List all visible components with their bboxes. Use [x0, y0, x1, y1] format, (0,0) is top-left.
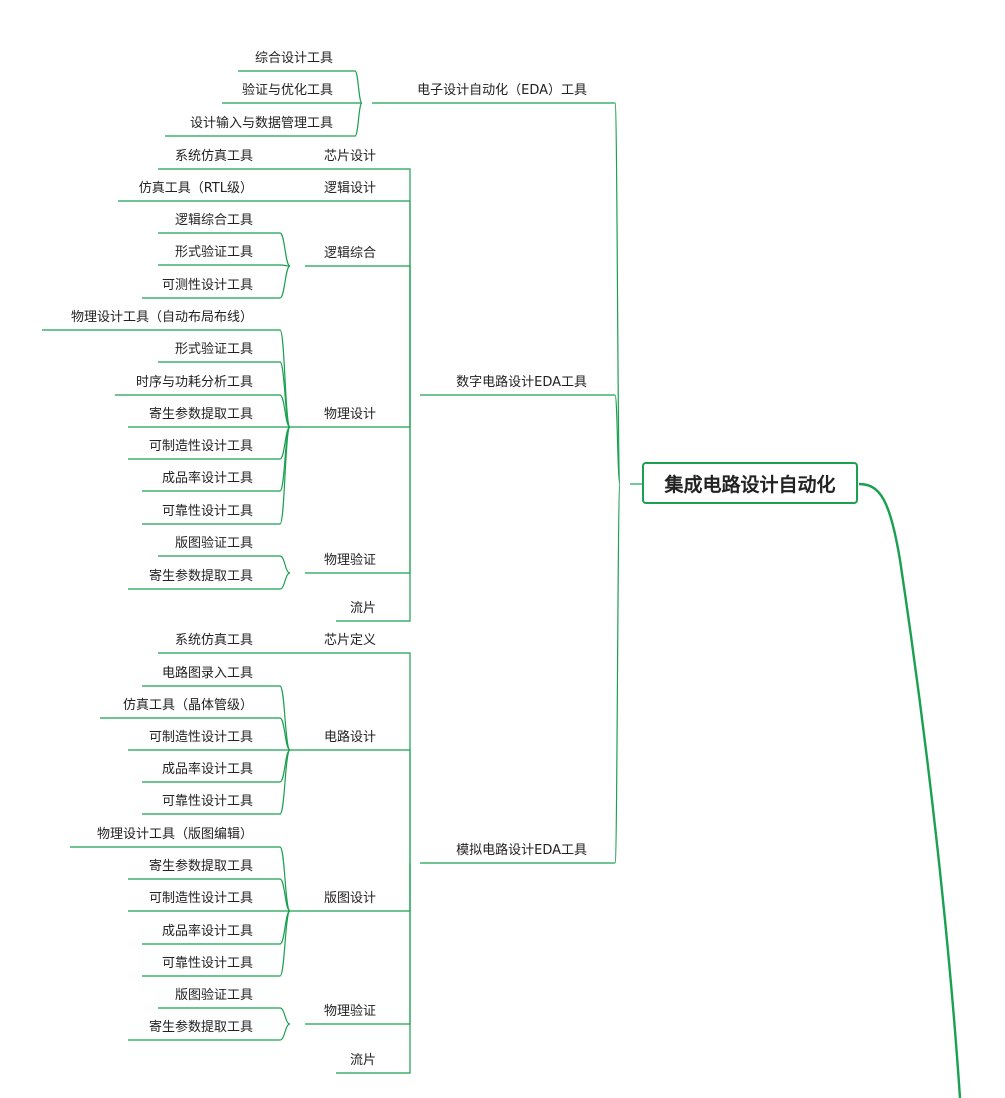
branch-1-sub-3-leaf-2-connector — [270, 394, 291, 428]
branch-2-sub-0-leaf-0-label[interactable]: 系统仿真工具 — [174, 633, 253, 648]
branch-2-sub-2-leaf-3-label[interactable]: 成品率设计工具 — [161, 924, 253, 939]
branch-2-sub-1-leaf-4-connector — [270, 749, 291, 815]
branch-2-sub-3-leaf-0-connector — [270, 1007, 291, 1025]
branch-2-sub-1-label[interactable]: 电路设计 — [323, 730, 376, 745]
branch-1-sub-4-connector — [400, 395, 411, 574]
branch-1-sub-0-leaf-0-label[interactable]: 系统仿真工具 — [174, 149, 253, 164]
branch-1-sub-5-connector — [400, 395, 411, 622]
branch-2-sub-1-leaf-1-label[interactable]: 仿真工具（晶体管级） — [122, 698, 253, 713]
branch-1-sub-0-label[interactable]: 芯片设计 — [323, 149, 376, 164]
branch-2-sub-2-leaf-4-connector — [270, 910, 291, 977]
branch-1-sub-3-connector — [400, 395, 411, 428]
branch-0-leaf-2-label[interactable]: 设计输入与数据管理工具 — [189, 116, 333, 131]
branch-1-sub-3-label[interactable]: 物理设计 — [323, 407, 376, 422]
branch-0-leaf-0-connector — [345, 70, 363, 104]
branch-2-sub-2-leaf-4-label[interactable]: 可靠性设计工具 — [161, 956, 253, 971]
branch-1-sub-4-label[interactable]: 物理验证 — [323, 553, 376, 568]
root-node[interactable]: 集成电路设计自动化 — [642, 462, 858, 504]
branch-1-sub-3-leaf-2-label[interactable]: 时序与功耗分析工具 — [135, 375, 253, 390]
branch-2-sub-3-connector — [400, 863, 411, 1025]
branch-1-sub-4-leaf-0-connector — [270, 555, 291, 574]
branch-2-sub-3-leaf-1-label[interactable]: 寄生参数提取工具 — [148, 1020, 253, 1035]
branch-2-sub-3-leaf-1-connector — [270, 1023, 291, 1041]
branch-2-sub-3-label[interactable]: 物理验证 — [323, 1004, 376, 1019]
branch-1-sub-2-leaf-0-connector — [270, 232, 291, 267]
branch-1-sub-3-leaf-6-connector — [270, 426, 291, 525]
branch-1-connector — [605, 394, 621, 485]
branch-1-sub-3-leaf-5-label[interactable]: 成品率设计工具 — [161, 471, 253, 486]
branch-2-sub-2-leaf-2-label[interactable]: 可制造性设计工具 — [148, 891, 253, 906]
branch-1-sub-1-leaf-0-label[interactable]: 仿真工具（RTL级） — [138, 181, 253, 196]
branch-2-sub-1-leaf-3-label[interactable]: 成品率设计工具 — [161, 762, 253, 777]
branch-1-sub-2-leaf-1-connector — [270, 264, 291, 267]
branch-2-sub-0-label[interactable]: 芯片定义 — [323, 633, 376, 648]
root-tail-connector — [858, 482, 962, 1098]
branch-1-sub-5-label[interactable]: 流片 — [349, 601, 376, 616]
branch-1-sub-4-leaf-1-connector — [270, 572, 291, 590]
branch-1-sub-3-leaf-0-label[interactable]: 物理设计工具（自动布局布线） — [70, 310, 253, 325]
branch-2-sub-0-connector — [400, 652, 411, 863]
branch-1-sub-1-connector — [400, 200, 411, 395]
branch-0-label[interactable]: 电子设计自动化（EDA）工具 — [417, 83, 587, 98]
branch-1-sub-1-label[interactable]: 逻辑设计 — [323, 181, 376, 196]
branch-1-sub-3-leaf-1-label[interactable]: 形式验证工具 — [174, 342, 253, 357]
branch-2-sub-2-leaf-1-connector — [270, 878, 291, 912]
branch-1-sub-4-leaf-0-label[interactable]: 版图验证工具 — [174, 536, 253, 551]
branch-2-sub-1-leaf-2-label[interactable]: 可制造性设计工具 — [148, 730, 253, 745]
branch-0-leaf-2-connector — [345, 102, 363, 137]
branch-1-sub-2-connector — [400, 265, 411, 395]
branch-2-sub-1-leaf-0-label[interactable]: 电路图录入工具 — [161, 666, 253, 681]
branch-2-sub-4-connector — [400, 863, 411, 1074]
root-node-label: 集成电路设计自动化 — [664, 473, 836, 496]
branch-2-connector — [605, 483, 621, 864]
branch-2-sub-4-label[interactable]: 流片 — [349, 1053, 376, 1068]
branch-2-sub-1-leaf-1-connector — [270, 717, 291, 751]
branch-2-sub-1-connector — [400, 749, 411, 863]
branch-1-sub-3-leaf-4-label[interactable]: 可制造性设计工具 — [148, 439, 253, 454]
branch-2-sub-3-leaf-0-label[interactable]: 版图验证工具 — [174, 988, 253, 1003]
branch-1-sub-2-label[interactable]: 逻辑综合 — [323, 246, 376, 261]
branch-1-sub-2-leaf-2-connector — [270, 265, 291, 299]
branch-2-sub-2-leaf-1-label[interactable]: 寄生参数提取工具 — [148, 859, 253, 874]
branch-1-sub-2-leaf-0-label[interactable]: 逻辑综合工具 — [174, 213, 253, 228]
branch-2-sub-1-leaf-4-label[interactable]: 可靠性设计工具 — [161, 794, 253, 809]
branch-1-label[interactable]: 数字电路设计EDA工具 — [456, 375, 587, 390]
branch-2-sub-2-connector — [400, 863, 411, 912]
branch-1-sub-4-leaf-1-label[interactable]: 寄生参数提取工具 — [148, 569, 253, 584]
branch-2-sub-2-label[interactable]: 版图设计 — [323, 891, 376, 906]
branch-1-sub-0-connector — [400, 168, 411, 395]
branch-2-sub-2-leaf-0-label[interactable]: 物理设计工具（版图编辑） — [96, 827, 253, 842]
branch-0-leaf-1-label[interactable]: 验证与优化工具 — [241, 83, 333, 98]
branch-1-sub-2-leaf-2-label[interactable]: 可测性设计工具 — [161, 278, 253, 293]
branch-0-leaf-0-label[interactable]: 综合设计工具 — [254, 51, 333, 66]
branch-2-label[interactable]: 模拟电路设计EDA工具 — [456, 843, 587, 858]
branch-1-sub-3-leaf-3-label[interactable]: 寄生参数提取工具 — [148, 407, 253, 422]
branch-0-connector — [605, 102, 621, 485]
branch-1-sub-3-leaf-6-label[interactable]: 可靠性设计工具 — [161, 504, 253, 519]
branch-1-sub-2-leaf-1-label[interactable]: 形式验证工具 — [174, 245, 253, 260]
